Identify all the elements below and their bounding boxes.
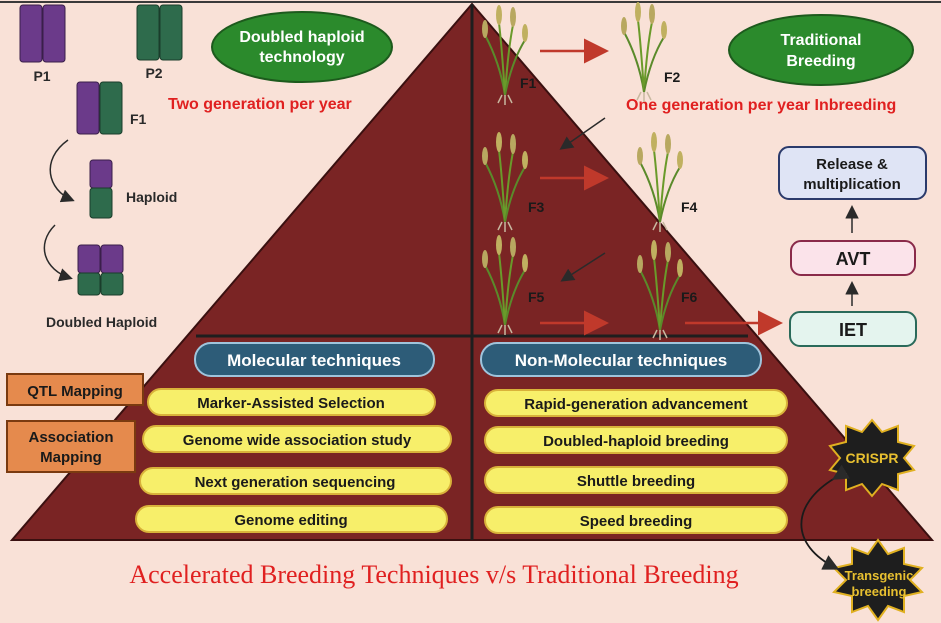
qtl-mapping-box [6,373,144,406]
nonmolecular-item [484,389,788,417]
label-p1: P1 [33,68,50,84]
association-mapping-line1: Association [28,429,113,446]
label-doubled-haploid: Doubled Haploid [46,314,157,330]
gen-f5: F5 [528,289,545,305]
trad-badge-line1: Traditional [781,32,862,49]
association-mapping-box [6,420,136,473]
gen-f4: F4 [681,199,698,215]
avt-box [790,240,916,276]
chromosome-p1 [19,4,66,63]
arrow-f4-f5 [560,252,606,282]
gen-f3: F3 [528,199,545,215]
gen-f6: F6 [681,289,698,305]
molecular-item-label: Genome wide association study [183,432,412,449]
molecular-item-label: Next generation sequencing [195,474,396,491]
qtl-mapping-label: QTL Mapping [27,383,123,400]
iet-box [789,311,917,347]
nonmolecular-header-label: Non-Molecular techniques [515,351,728,370]
association-mapping-line2: Mapping [40,449,102,466]
trad-badge-line2: Breeding [786,53,855,70]
release-box [778,146,927,200]
crispr-star [828,418,916,498]
nonmolecular-header [480,342,762,377]
molecular-item-label: Marker-Assisted Selection [197,395,385,412]
label-f1: F1 [130,111,147,127]
chromosome-doubled-haploid [77,244,124,296]
transgenic-line2: breeding [852,584,907,599]
trad-badge [728,14,914,86]
nonmolecular-item [484,506,788,534]
label-haploid: Haploid [126,189,177,205]
nonmolecular-item-label: Rapid-generation advancement [524,396,747,413]
dh-arrow-2 [43,224,73,282]
dh-subtitle: Two generation per year [168,96,352,113]
dh-badge-line2: technology [259,49,344,66]
chromosome-f1 [76,81,123,135]
plant-f2-icon [620,1,668,103]
nonmolecular-item-label: Shuttle breeding [577,473,695,490]
dh-badge-line1: Doubled haploid [239,29,364,46]
release-line1: Release & [816,156,888,173]
release-line2: multiplication [803,176,901,193]
page-title: Accelerated Breeding Techniques v/s Trad… [129,560,738,589]
gen-f2: F2 [664,69,681,85]
molecular-item [147,388,436,416]
nonmolecular-item-label: Doubled-haploid breeding [543,433,729,450]
molecular-item [139,467,452,495]
molecular-header [194,342,435,377]
transgenic-line1: Transgenic [845,568,914,583]
crispr-label: CRISPR [846,450,899,466]
iet-label: IET [839,320,867,340]
chromosome-haploid [89,159,113,219]
nonmolecular-item [484,426,788,454]
arrow-f2-f3 [559,117,606,150]
molecular-item-label: Genome editing [234,512,347,529]
nonmolecular-item [484,466,788,494]
molecular-item [142,425,452,453]
molecular-item [135,505,448,533]
chromosome-p2 [136,4,183,61]
trad-subtitle: One generation per year Inbreeding [626,97,896,114]
avt-label: AVT [836,249,871,269]
label-p2: P2 [145,65,162,81]
nonmolecular-item-label: Speed breeding [580,513,693,530]
dh-arrow-1 [49,139,75,203]
crispr-transgenic-arrow [800,464,850,570]
gen-f1: F1 [520,75,537,91]
dh-badge [211,11,393,83]
molecular-header-label: Molecular techniques [227,351,401,370]
